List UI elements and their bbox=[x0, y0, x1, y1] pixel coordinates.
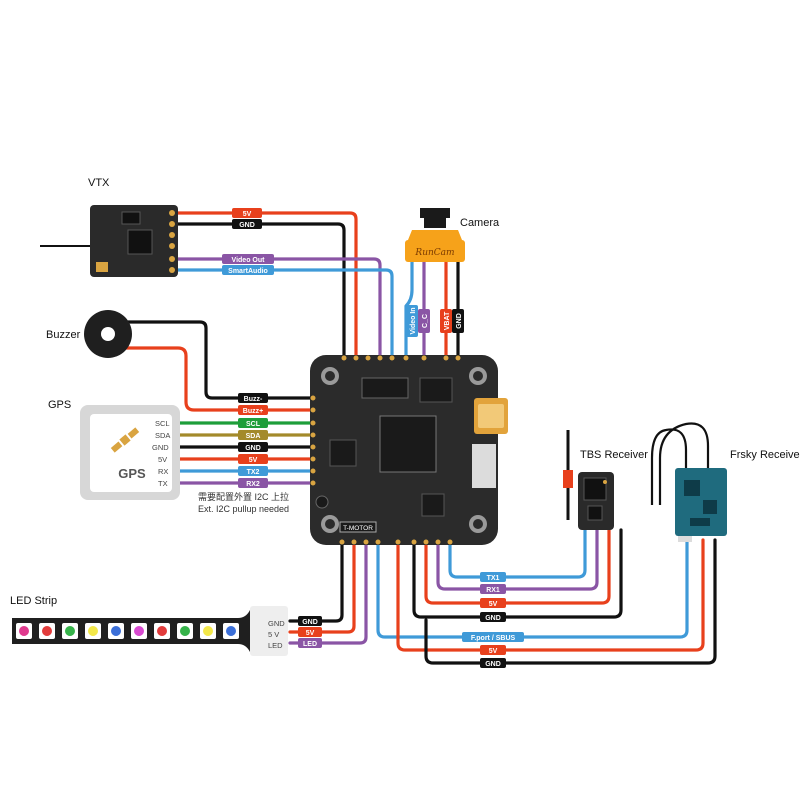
tag-cam-cc: C_C bbox=[422, 314, 429, 328]
led-light bbox=[134, 626, 144, 636]
led-light bbox=[42, 626, 52, 636]
led-pin-gnd: GND bbox=[268, 619, 285, 628]
frsky-board: Frsky Receiver bbox=[675, 449, 800, 542]
gps-pin-gnd: GND bbox=[152, 443, 169, 452]
tag-tbs-gnd: GND bbox=[485, 615, 501, 622]
led-strip: GND 5 V LED LED Strip bbox=[10, 595, 288, 656]
gps-module: GPS SCL SDA GND 5V RX TX GPS 需要配置外置 I2C … bbox=[48, 399, 289, 514]
buzzer-module: Buzzer bbox=[46, 310, 132, 358]
tag-buzz-minus: Buzz- bbox=[244, 396, 263, 403]
wire-tags: 5V GND Video Out SmartAudio Video In C_C… bbox=[222, 208, 524, 668]
led-light bbox=[88, 626, 98, 636]
tag-frsky-sbus: F.port / SBUS bbox=[471, 635, 516, 642]
tag-vtx-smartaudio: SmartAudio bbox=[228, 268, 268, 275]
camera-brand: RunCam bbox=[414, 248, 454, 258]
frsky-receiver bbox=[650, 422, 710, 505]
led-light bbox=[19, 626, 29, 636]
tag-led-5v: 5V bbox=[306, 630, 315, 637]
gps-pin-rx: RX bbox=[158, 467, 168, 476]
led-light bbox=[226, 626, 236, 636]
gps-pin-sda: SDA bbox=[155, 431, 170, 440]
gps-note-cn: 需要配置外置 I2C 上拉 bbox=[198, 491, 289, 502]
wire-cam-video-in bbox=[404, 260, 414, 357]
wire-tbs-rx1 bbox=[436, 528, 599, 591]
tag-led-data: LED bbox=[303, 641, 317, 648]
gps-label: GPS bbox=[48, 399, 71, 411]
tbs-label: TBS Receiver bbox=[580, 449, 648, 461]
led-pin-5v: 5 V bbox=[268, 630, 279, 639]
gps-pin-5v: 5V bbox=[158, 455, 167, 464]
wire-led-5v bbox=[288, 543, 356, 634]
wire-led-data bbox=[288, 543, 368, 645]
tag-gps-5v: 5V bbox=[249, 457, 258, 464]
tbs-receiver: TBS Receiver bbox=[563, 430, 648, 530]
satellite-icon bbox=[110, 427, 140, 453]
wire-frsky-sbus bbox=[376, 538, 689, 639]
tag-tbs-rx1: RX1 bbox=[486, 587, 500, 594]
led-dots bbox=[16, 623, 239, 639]
tag-cam-gnd: GND bbox=[456, 313, 463, 329]
tag-frsky-gnd: GND bbox=[485, 661, 501, 668]
frsky-label: Frsky Receiver bbox=[730, 449, 800, 461]
gps-module-text: GPS bbox=[118, 466, 146, 481]
tag-buzz-plus: Buzz+ bbox=[243, 408, 263, 415]
tag-gps-gnd: GND bbox=[245, 445, 261, 452]
camera-module: RunCam Camera bbox=[405, 208, 500, 262]
wire-vtx-gnd bbox=[176, 222, 346, 357]
tag-cam-video-in: Video In bbox=[410, 307, 417, 334]
gps-pin-scl: SCL bbox=[155, 419, 170, 428]
tag-cam-vbat: VBAT bbox=[444, 311, 451, 330]
led-light bbox=[203, 626, 213, 636]
wire-vtx-smartaudio bbox=[176, 268, 394, 357]
led-light bbox=[65, 626, 75, 636]
wire-vtx-5v bbox=[176, 211, 358, 357]
tag-vtx-5v: 5V bbox=[243, 211, 252, 218]
camera-label: Camera bbox=[460, 217, 500, 229]
tag-frsky-5v: 5V bbox=[489, 648, 498, 655]
tag-gps-sda: SDA bbox=[246, 433, 261, 440]
tag-gps-rx2: RX2 bbox=[246, 481, 260, 488]
led-pin-led: LED bbox=[268, 641, 283, 650]
tag-tbs-5v: 5V bbox=[489, 601, 498, 608]
led-light bbox=[111, 626, 121, 636]
wire-tbs-tx1 bbox=[448, 528, 587, 579]
vtx-label: VTX bbox=[88, 177, 110, 189]
wire-frsky-gnd bbox=[424, 538, 717, 665]
tag-vtx-gnd: GND bbox=[239, 222, 255, 229]
tag-gps-tx2: TX2 bbox=[247, 469, 260, 476]
wire-led-gnd bbox=[288, 543, 344, 623]
tag-tbs-tx1: TX1 bbox=[487, 575, 500, 582]
wire-tbs-gnd bbox=[412, 528, 623, 619]
tag-gps-scl: SCL bbox=[246, 421, 261, 428]
led-strip-label: LED Strip bbox=[10, 595, 57, 607]
vtx-module: VTX bbox=[40, 177, 178, 277]
wire-buzz-plus bbox=[118, 346, 314, 412]
wire-tbs-5v bbox=[424, 528, 611, 605]
board-brand: T-MOTOR bbox=[343, 525, 373, 532]
led-light bbox=[157, 626, 167, 636]
buzzer-label: Buzzer bbox=[46, 329, 81, 341]
flight-controller: T-MOTOR bbox=[310, 355, 508, 545]
tag-vtx-video-out: Video Out bbox=[232, 257, 266, 264]
wire-frsky-5v bbox=[396, 538, 705, 652]
gps-note-en: Ext. I2C pullup needed bbox=[198, 504, 289, 514]
led-light bbox=[180, 626, 190, 636]
gps-pin-tx: TX bbox=[158, 479, 168, 488]
tag-led-gnd: GND bbox=[302, 619, 318, 626]
wire-vtx-video-out bbox=[176, 257, 382, 357]
wire-buzz-minus bbox=[118, 320, 314, 400]
